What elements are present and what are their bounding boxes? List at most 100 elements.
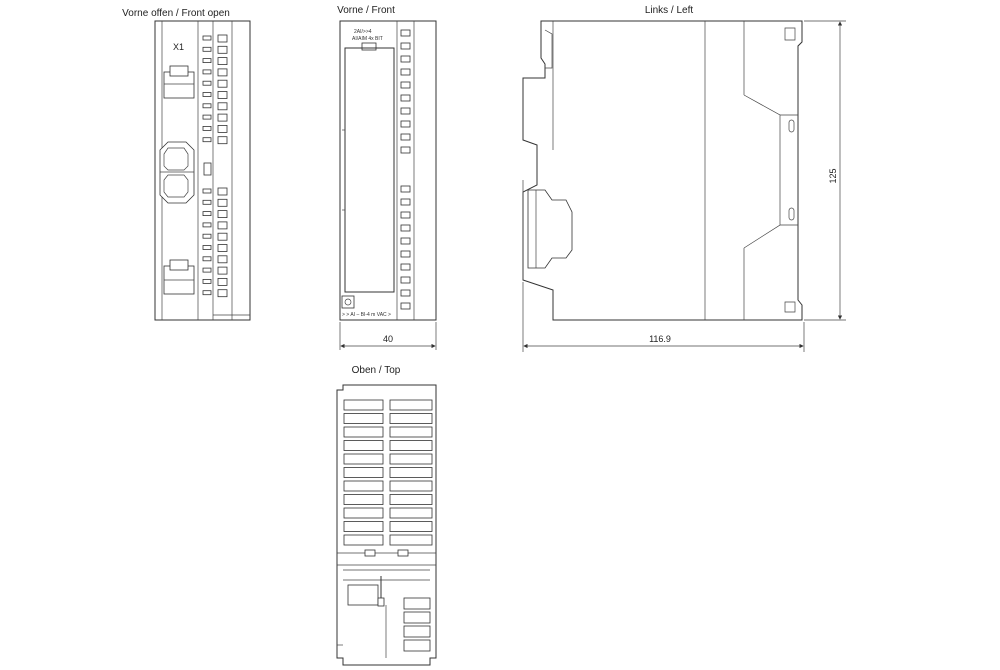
left-clip-profile <box>527 189 573 269</box>
terminal-screw <box>400 94 411 102</box>
front-open-outline <box>154 20 251 321</box>
terminal-led <box>202 58 212 63</box>
top-slot <box>389 507 433 519</box>
terminal-screw <box>400 302 411 310</box>
terminal-screw <box>217 136 228 145</box>
terminal-screw <box>400 120 411 128</box>
height-dim-label: 125 <box>828 168 838 183</box>
terminal-screw <box>217 57 228 65</box>
terminal-screw <box>217 266 228 275</box>
terminal-led <box>202 92 212 97</box>
terminal-screw <box>217 113 228 122</box>
top-slot <box>343 413 384 424</box>
terminal-screw <box>400 276 411 284</box>
terminal-led <box>202 188 212 194</box>
terminal-screw <box>400 55 411 63</box>
top-slot <box>389 534 433 546</box>
front-width-dimension: 40 <box>339 322 437 350</box>
terminal-screw <box>400 68 411 76</box>
terminal-screw <box>400 263 411 271</box>
front-open-terminals <box>202 34 228 298</box>
terminal-screw <box>217 244 228 252</box>
terminal-screw <box>400 29 411 37</box>
top-lower-slot <box>403 611 431 624</box>
front-tab <box>361 42 377 51</box>
left-outline <box>522 20 803 321</box>
terminal-screw <box>217 45 228 54</box>
terminal-screw <box>400 81 411 89</box>
top-slot <box>343 480 384 492</box>
terminal-screw <box>400 289 411 297</box>
terminal-screw <box>217 221 228 230</box>
front-open-clip <box>203 162 212 176</box>
front-bottom-text: > > AI – BI-4 m VAC > <box>342 312 391 318</box>
upper-latch <box>163 65 195 99</box>
nameplate-line-2: AI/AIM 4x BIT <box>352 36 383 42</box>
terminal-screw <box>400 107 411 115</box>
top-slot <box>389 480 433 492</box>
center-window <box>159 141 195 204</box>
front-terminals <box>400 29 411 310</box>
top-slot <box>343 440 384 451</box>
depth-dim-label: 116.9 <box>649 334 671 344</box>
terminal-screw <box>400 224 411 232</box>
connector-x1-label: X1 <box>173 42 184 52</box>
top-lower-slot <box>403 597 431 610</box>
top-slot <box>343 453 384 465</box>
terminal-screw <box>217 255 228 264</box>
terminal-screw <box>217 198 228 207</box>
top-slot <box>389 413 433 424</box>
front-view: Vorne / Front 2AI/>>4 AI/AIM 4x BIT > > … <box>337 5 437 350</box>
front-open-view: Vorne offen / Front open X1 <box>122 8 251 321</box>
top-slot <box>343 534 384 546</box>
terminal-screw <box>400 133 411 141</box>
terminal-led <box>202 80 212 86</box>
top-lower-slot <box>403 625 431 638</box>
terminal-screw <box>217 91 228 99</box>
top-slot <box>343 494 384 505</box>
top-slot <box>389 521 433 532</box>
terminal-led <box>202 69 212 75</box>
top-outline <box>336 384 437 666</box>
terminal-led <box>202 137 212 143</box>
left-title: Links / Left <box>645 5 694 16</box>
top-slot <box>389 440 433 451</box>
terminal-screw <box>217 232 228 241</box>
terminal-led <box>202 211 212 217</box>
terminal-screw <box>400 185 411 193</box>
top-slot <box>343 399 384 411</box>
front-open-title: Vorne offen / Front open <box>122 8 230 19</box>
terminal-screw <box>217 210 228 219</box>
terminal-led <box>202 35 212 41</box>
terminal-led <box>202 256 212 262</box>
top-slot <box>389 453 433 465</box>
terminal-screw <box>217 289 228 298</box>
terminal-led <box>202 233 212 239</box>
terminal-led <box>202 290 212 296</box>
lower-latch <box>163 259 195 295</box>
top-slot <box>389 494 433 505</box>
top-slot <box>389 467 433 478</box>
top-latch-block <box>347 584 379 606</box>
top-lower-slot <box>403 639 431 652</box>
terminal-screw <box>400 198 411 206</box>
terminal-screw <box>217 125 228 133</box>
front-screw <box>341 295 355 309</box>
terminal-screw <box>400 146 411 154</box>
terminal-screw <box>400 250 411 258</box>
width-dim-label: 40 <box>383 334 393 344</box>
top-slot <box>343 507 384 519</box>
terminal-led <box>202 278 212 284</box>
terminal-screw <box>400 237 411 245</box>
front-title: Vorne / Front <box>337 5 395 16</box>
top-slot <box>389 426 433 438</box>
left-view: Links / Left 116.9 125 <box>522 5 846 352</box>
terminal-screw <box>217 187 228 196</box>
terminal-screw <box>400 211 411 219</box>
terminal-led <box>202 199 212 205</box>
nameplate-line-1: 2AI/>>4 <box>354 29 372 35</box>
top-view: Oben / Top <box>336 365 437 666</box>
height-dimension: 125 <box>804 20 846 321</box>
top-title: Oben / Top <box>352 365 401 376</box>
